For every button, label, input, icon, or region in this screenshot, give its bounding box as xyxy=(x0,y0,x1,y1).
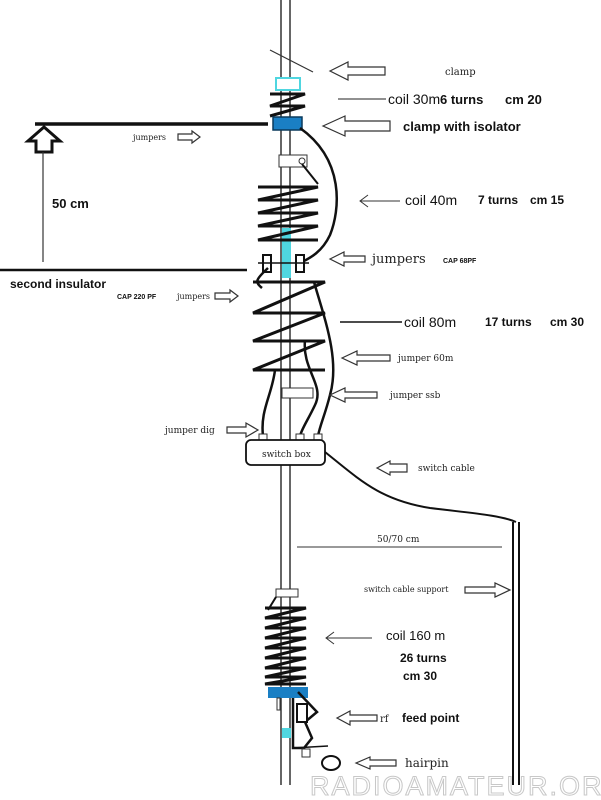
jumper-ssb-arrow-icon xyxy=(328,387,378,403)
watermark: RADIOAMATEUR.ORG xyxy=(310,771,601,800)
support-arrow-icon xyxy=(464,582,512,598)
lower-insulator xyxy=(282,728,291,738)
coil-80m-label: coil 80m xyxy=(404,314,456,330)
cap-lead xyxy=(256,267,269,289)
coil-160m xyxy=(264,606,307,686)
switch-cable-support-label: switch cable support xyxy=(364,585,449,594)
mast-bracket xyxy=(278,154,308,168)
ssb-bracket xyxy=(281,387,314,399)
switch-box-label: switch box xyxy=(262,450,311,460)
switch-cable xyxy=(324,451,517,523)
coil-80m xyxy=(252,280,326,372)
jumpers-left-arrow-icon xyxy=(214,288,239,304)
clamp-isolator-arrow-icon xyxy=(321,115,391,137)
top-insulator xyxy=(275,77,301,91)
insulator-40m xyxy=(282,228,291,278)
hairpin-arrow-icon xyxy=(354,756,397,770)
hairpin-label: hairpin xyxy=(405,756,449,770)
coil-160m-turns: 26 turns xyxy=(400,651,447,665)
jumper-dig-arrow-icon xyxy=(226,421,260,439)
clamp-line xyxy=(269,49,314,73)
jumper-60m-label: jumper 60m xyxy=(397,354,454,364)
coil-40m-label: coil 40m xyxy=(405,192,457,208)
coil-160m-label: coil 160 m xyxy=(386,628,445,643)
clamp-isolator-label: clamp with isolator xyxy=(403,119,521,134)
clamp-label: clamp xyxy=(445,67,476,78)
second-insulator-label: second insulator xyxy=(10,277,106,291)
coil-80m-length: cm 30 xyxy=(550,315,584,329)
height-label: 50 cm xyxy=(52,196,89,211)
coil-30m-turns: 6 turns xyxy=(440,92,483,107)
cap-68pf-label: CAP 68PF xyxy=(443,258,477,265)
switch-cable-label: switch cable xyxy=(418,464,475,474)
jumper-60m-arrow-icon xyxy=(340,350,391,366)
jumper-dig-label: jumper dig xyxy=(164,426,215,436)
feed-point-label: feed point xyxy=(402,711,459,725)
clamp-isolator xyxy=(272,116,303,131)
coil-40m xyxy=(257,185,319,242)
coil-40m-turns: 7 turns xyxy=(478,193,518,207)
coil-30m-label: coil 30m xyxy=(388,91,440,107)
cap-220pf-label: CAP 220 PF xyxy=(117,294,157,301)
clamp-arrow-icon xyxy=(328,61,386,81)
jumpers-top-label: jumpers xyxy=(132,133,166,142)
coil-160m-length: cm 30 xyxy=(403,669,437,683)
jumper-ssb-wire xyxy=(298,339,319,437)
jumpers-mid-arrow-icon xyxy=(328,251,366,267)
coil-40m-length: cm 15 xyxy=(530,193,564,207)
rf-label: rf xyxy=(380,714,390,725)
switch-cable-support xyxy=(512,522,520,785)
feed-box xyxy=(296,703,308,723)
switch-cable-arrow-icon xyxy=(375,459,408,477)
jumpers-mid-label: jumpers xyxy=(370,252,426,267)
feed-point-arrow-icon xyxy=(335,709,378,727)
lower-clamp xyxy=(268,687,308,698)
hairpin xyxy=(321,755,341,771)
coil-80m-turns: 17 turns xyxy=(485,315,532,329)
jumper-dig-wire xyxy=(261,369,277,437)
lower-bracket xyxy=(275,588,299,598)
jumper-60m-wire xyxy=(312,281,335,437)
jumpers-left-label: jumpers xyxy=(176,292,210,301)
up-arrow-icon xyxy=(24,125,64,154)
jumper-ssb-label: jumper ssb xyxy=(389,391,441,401)
coil-30m-length: cm 20 xyxy=(505,92,542,107)
jumper-wire-40m xyxy=(299,126,338,264)
coil-30m xyxy=(269,92,306,118)
jumpers-top-arrow-icon xyxy=(177,129,201,145)
distance-label: 50/70 cm xyxy=(377,535,420,545)
